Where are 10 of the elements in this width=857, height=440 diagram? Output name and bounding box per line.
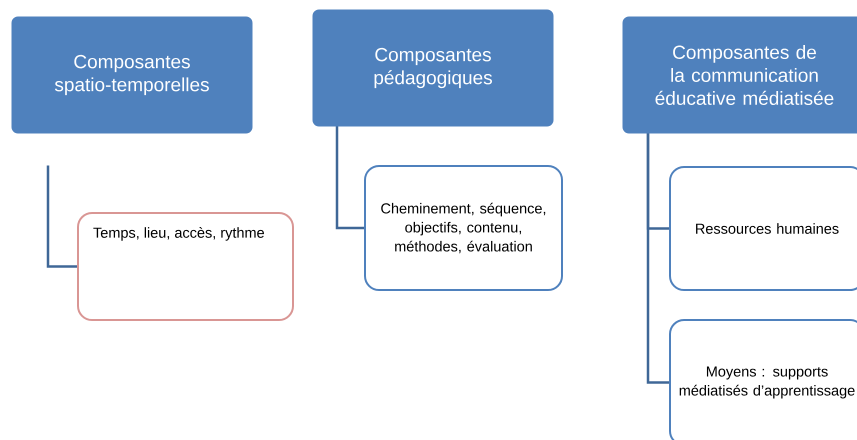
- heading-box: Composantes de la communication éducative médiatisée: [622, 16, 857, 134]
- heading-box: Composantes spatio-temporelles: [12, 16, 252, 134]
- connector-line: [46, 166, 77, 268]
- content-box: Moyens : supports médiatisés d’apprentissage: [669, 319, 857, 440]
- content-box: Ressources humaines: [669, 166, 857, 291]
- content-box: Cheminement, séquence, objectifs, contenu, méthodes, évaluation: [364, 165, 563, 291]
- content-box: Temps, lieu, accès, rythme: [77, 212, 294, 321]
- heading-box: Composantes pédagogiques: [312, 10, 554, 126]
- connector-line: [646, 134, 669, 384]
- connector-line: [336, 126, 364, 230]
